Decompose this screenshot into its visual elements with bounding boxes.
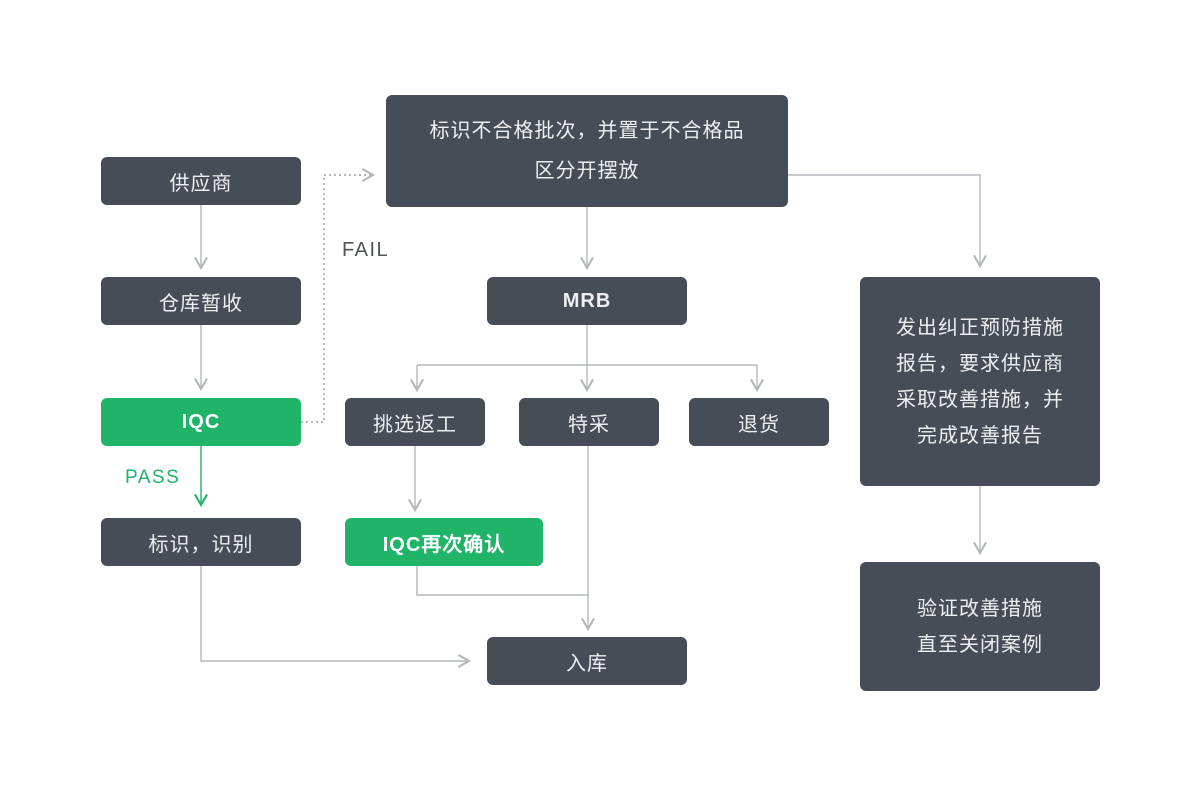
node-verify-close: 验证改善措施 直至关闭案例	[860, 562, 1100, 691]
node-capa-report: 发出纠正预防措施 报告，要求供应商 采取改善措施，并 完成改善报告	[860, 277, 1100, 486]
node-mrb: MRB	[487, 277, 687, 325]
node-iqc: IQC	[101, 398, 301, 446]
node-warehouse-receive: 仓库暂收	[101, 277, 301, 325]
edge-label-fail: FAIL	[342, 239, 390, 261]
edge-label-pass: PASS	[125, 467, 181, 488]
edge-iqc-recheck-join	[416, 566, 588, 596]
node-pick-rework: 挑选返工	[345, 398, 485, 446]
edge-nonconforming-to-capa	[788, 174, 987, 269]
node-return-goods: 退货	[689, 398, 829, 446]
node-special-acceptance: 特采	[519, 398, 659, 446]
node-mark-identify: 标识，识别	[101, 518, 301, 566]
edge-mark-to-stock-in	[200, 566, 472, 668]
node-stock-in: 入库	[487, 637, 687, 685]
node-nonconforming-hold: 标识不合格批次，并置于不合格品 区分开摆放	[386, 95, 788, 207]
node-iqc-recheck: IQC再次确认	[345, 518, 543, 566]
node-supplier: 供应商	[101, 157, 301, 205]
edge-iqc-fail-to-nonconforming	[301, 168, 376, 423]
